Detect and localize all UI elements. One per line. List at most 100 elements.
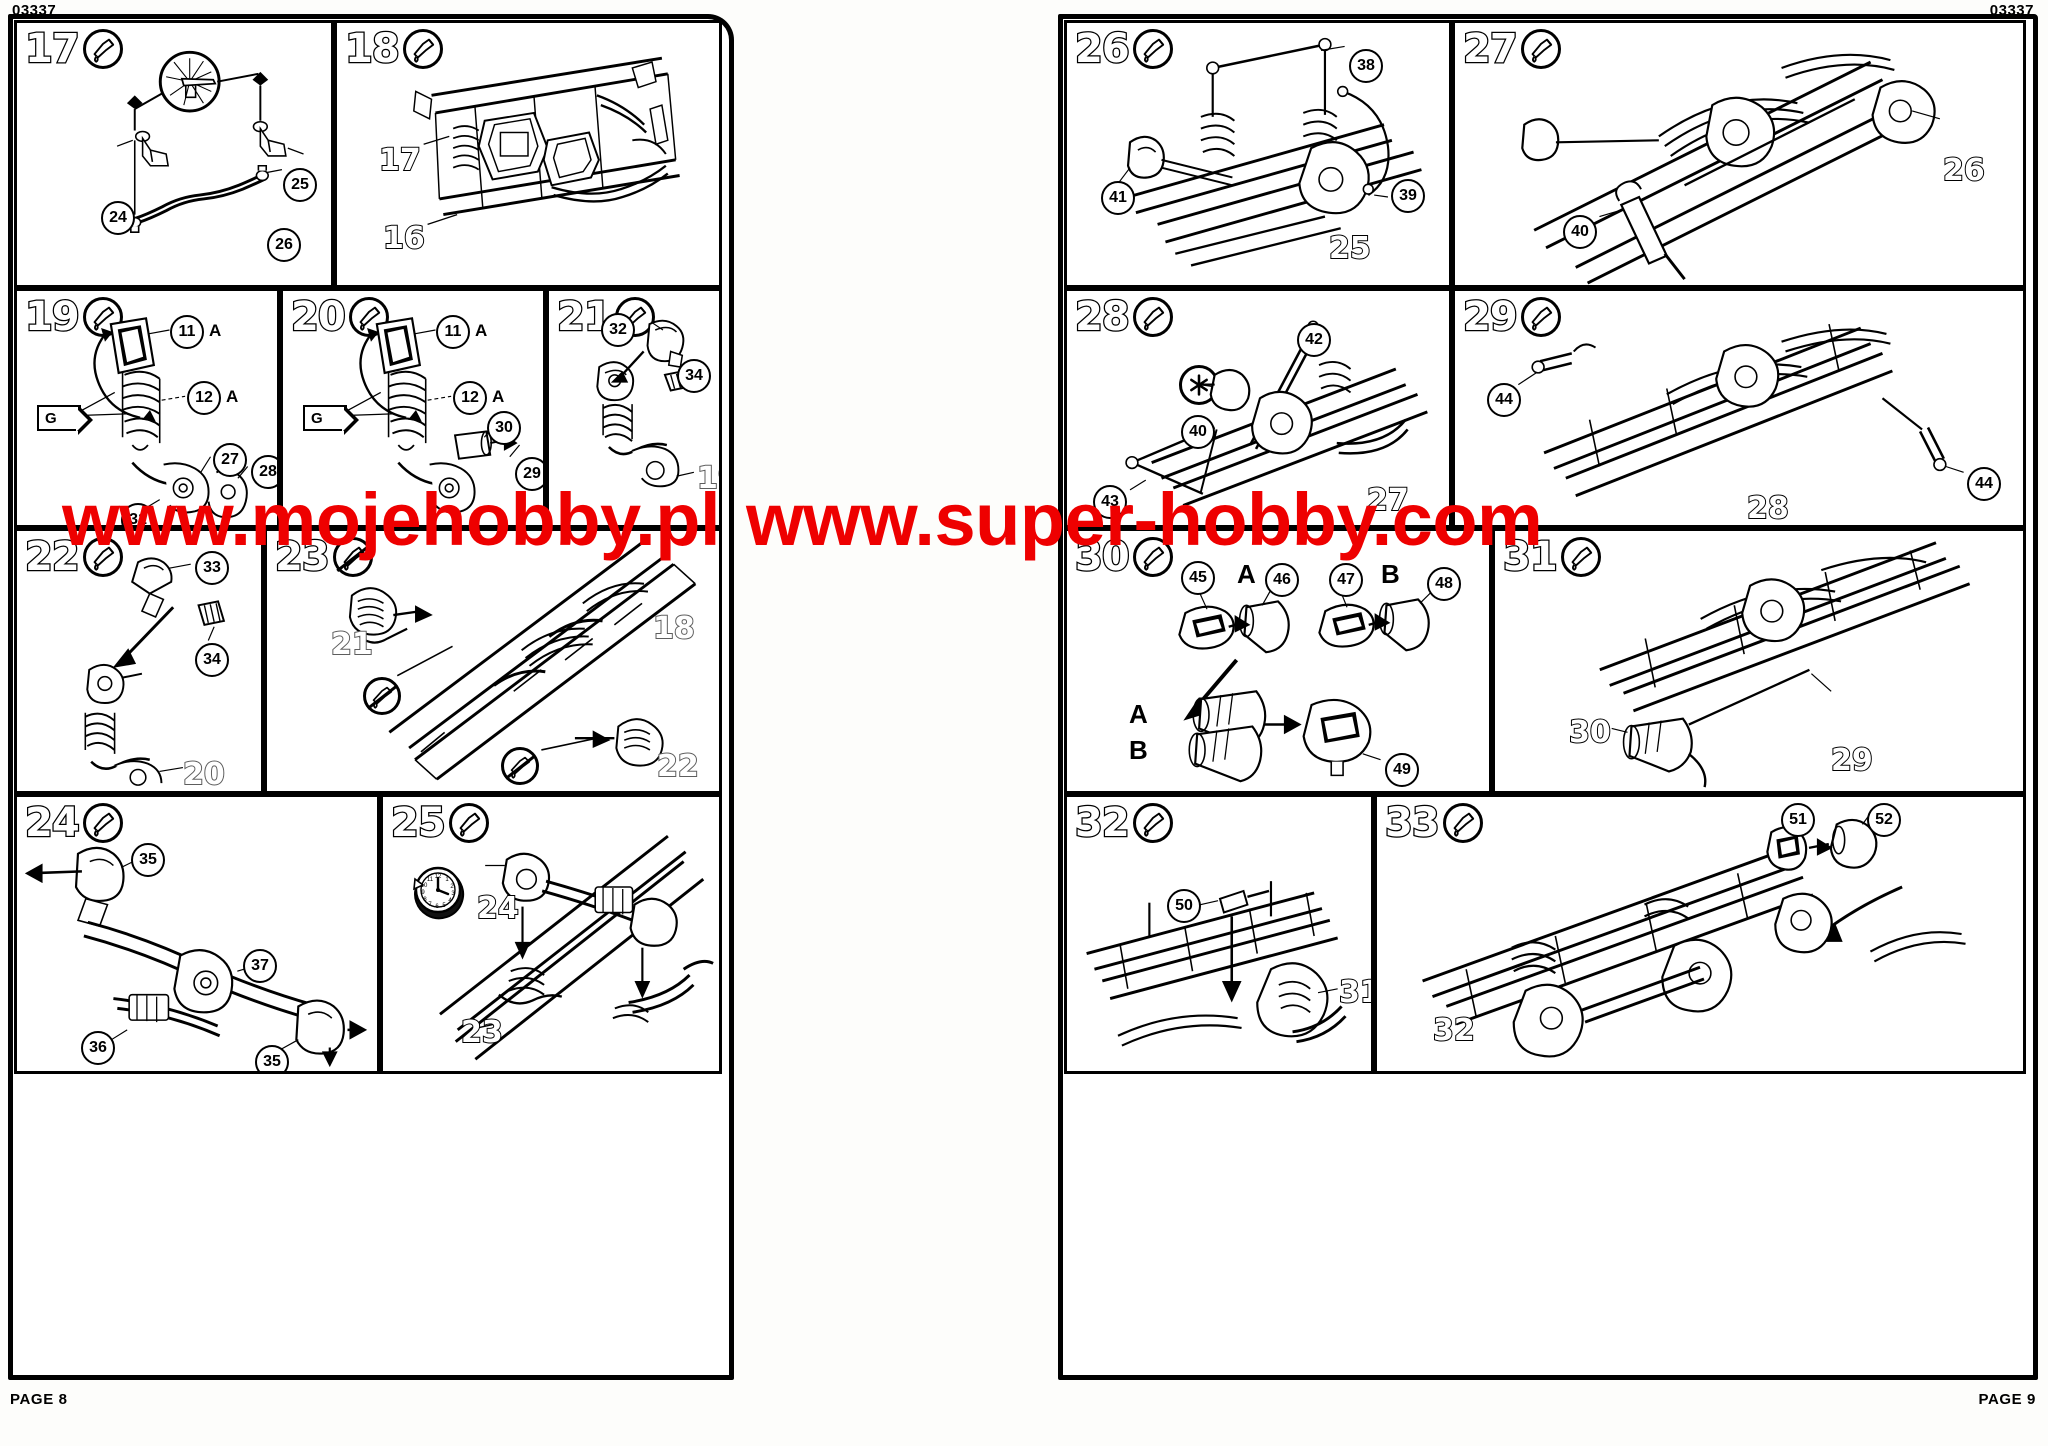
step-panel-32[interactable]: 32 (1064, 794, 1374, 1074)
sprue-letter-a: A (492, 387, 505, 406)
step-ref-28: 28 (1746, 490, 1790, 526)
part-balloon-46: 46 (1265, 563, 1299, 597)
part-balloon-49: 49 (1385, 753, 1419, 787)
variant-label-a: A (1129, 699, 1148, 729)
step-22-header: 22 (24, 534, 123, 580)
glue-bottle-icon (1520, 297, 1561, 337)
svg-text:8: 8 (423, 897, 427, 903)
step-31-header: 31 (1502, 534, 1601, 580)
step-17-header: 17 (24, 28, 123, 70)
sprue-flag-g: G (303, 405, 359, 435)
page-left-number: PAGE 8 (10, 1391, 68, 1408)
glue-bottle-icon (1520, 29, 1561, 69)
step-27-number: 27 (1462, 26, 1519, 72)
glue-bottle-icon (82, 803, 123, 843)
variant-label-b: B (1381, 559, 1400, 589)
step-31-number: 31 (1502, 534, 1559, 580)
step-panel-18[interactable]: 18 (334, 20, 722, 288)
no-glue-icon (501, 747, 539, 785)
step-ref-32: 32 (1432, 1012, 1476, 1049)
page-right-number: PAGE 9 (1978, 1391, 2036, 1408)
step-28-number: 28 (1074, 294, 1131, 340)
sprue-flag-g: G (37, 405, 93, 435)
step-panel-26[interactable]: 26 (1064, 20, 1452, 288)
step-ref-20: 20 (182, 756, 226, 792)
step-25-number: 25 (390, 800, 447, 846)
part-balloon-44: 44 (1487, 383, 1521, 417)
step-24-header: 24 (24, 802, 123, 844)
step-ref-30: 30 (1568, 714, 1612, 751)
sprue-flag-g-label: G (45, 409, 57, 427)
step-panel-31[interactable]: 31 (1492, 528, 2026, 794)
step-panel-19[interactable]: 19 (14, 288, 280, 528)
svg-text:11: 11 (427, 877, 434, 883)
svg-text:9: 9 (421, 890, 425, 896)
part-balloon-52: 52 (1867, 803, 1901, 837)
part-balloon-35: 35 (131, 843, 165, 877)
part-balloon-44: 44 (1967, 467, 2001, 501)
part-balloon-33: 33 (195, 551, 229, 585)
step-panel-20[interactable]: 20 (280, 288, 546, 528)
step-panel-28[interactable]: 28 (1064, 288, 1452, 528)
step-19-header: 19 (24, 294, 123, 340)
step-panel-24[interactable]: 24 (14, 794, 380, 1074)
step-panel-17[interactable]: 17 (14, 20, 334, 288)
glue-bottle-icon (1132, 29, 1173, 69)
step-33-header: 33 (1384, 800, 1483, 846)
step-18-number: 18 (344, 26, 401, 72)
glue-bottle-icon (82, 537, 123, 577)
part-balloon-40: 40 (1181, 415, 1215, 449)
part-balloon-45: 45 (1181, 561, 1215, 595)
kit-code-left: 03337 (12, 2, 57, 19)
step-panel-30[interactable]: 30 (1064, 528, 1492, 794)
step-panel-33[interactable]: 33 (1374, 794, 2026, 1074)
glue-bottle-icon (1442, 803, 1483, 843)
part-balloon-12: 12 (453, 381, 487, 415)
step-panel-27[interactable]: 27 (1452, 20, 2026, 288)
part-balloon-34: 34 (195, 643, 229, 677)
step-ref-16: 16 (382, 220, 426, 257)
glue-bottle-icon (82, 297, 123, 337)
step-32-number: 32 (1074, 800, 1131, 846)
part-balloon-28: 28 (251, 455, 277, 489)
step-23-header: 23 (274, 536, 373, 578)
part-balloon-30: 30 (487, 411, 521, 445)
part-balloon-50: 50 (1167, 889, 1201, 923)
part-balloon-51: 51 (1781, 803, 1815, 837)
glue-bottle-icon (82, 29, 123, 69)
glue-bottle-icon (1132, 297, 1173, 337)
glue-bottle-icon (1132, 537, 1173, 577)
step-26-header: 26 (1074, 26, 1173, 72)
step-19-number: 19 (24, 294, 81, 340)
step-30-number: 30 (1074, 534, 1131, 580)
step-panel-23[interactable]: 23 (264, 528, 722, 794)
part-balloon-25: 25 (283, 168, 317, 202)
glue-bottle-icon (348, 297, 389, 337)
step-33-number: 33 (1384, 800, 1441, 846)
step-29-header: 29 (1462, 294, 1561, 340)
step-panel-29[interactable]: 29 (1452, 288, 2026, 528)
step-ref-21: 21 (330, 626, 374, 663)
step-30-header: 30 (1074, 534, 1173, 580)
step-25-header: 25 (390, 800, 489, 846)
glue-bottle-icon (402, 29, 443, 69)
part-balloon-35: 35 (255, 1045, 289, 1071)
svg-text:12: 12 (435, 874, 442, 880)
step-panel-21[interactable]: 21 (546, 288, 722, 528)
step-ref-25: 25 (1328, 230, 1372, 267)
glue-bottle-icon (448, 803, 489, 843)
page-left: 03337 17 (8, 2, 734, 1408)
step-panel-25[interactable]: 25 (380, 794, 722, 1074)
step-26-number: 26 (1074, 26, 1131, 72)
step-ref-29: 29 (1830, 742, 1874, 779)
step-22-number: 22 (24, 534, 81, 580)
step-ref-22: 22 (656, 748, 700, 785)
part-balloon-32: 32 (601, 313, 635, 347)
sprue-flag-g-label: G (311, 409, 323, 427)
variant-label-a: A (1237, 559, 1256, 589)
step-29-number: 29 (1462, 294, 1519, 340)
svg-text:6: 6 (435, 904, 439, 910)
kit-code-right: 03337 (1989, 2, 2034, 19)
step-panel-22[interactable]: 22 (14, 528, 264, 794)
sprue-letter-a: A (209, 321, 222, 340)
